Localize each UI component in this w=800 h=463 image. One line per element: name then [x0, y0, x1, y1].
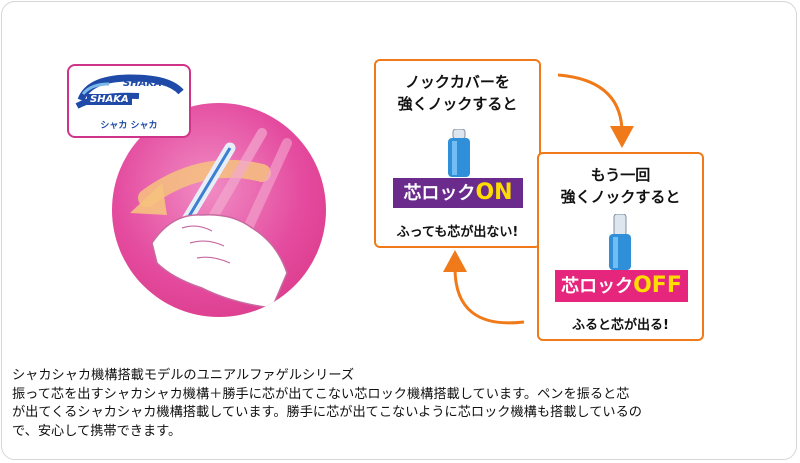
lock-off-badge-prefix: 芯ロック	[561, 276, 634, 297]
description-line-2: 振って芯を出すシャカシャカ機構＋勝手に芯が出てこない芯ロック機構搭載しています。…	[12, 386, 630, 402]
lock-on-panel: ノックカバーを 強くノックすると 芯ロックON ふっても芯が出ない!	[374, 59, 541, 248]
hand-pen-icon	[130, 128, 292, 309]
logo-top-text: SHAKA	[123, 78, 162, 89]
lock-off-panel: もう一回 強くノックすると 芯ロックOFF ふると芯が出る!	[537, 152, 704, 341]
lock-on-note: ふっても芯が出ない!	[396, 225, 519, 240]
lock-off-note: ふると芯が出る!	[572, 318, 669, 333]
pen-tip-icon	[448, 129, 470, 177]
description-line-4: で、安心して携帯できます。	[12, 423, 182, 439]
shaking-hand-illustration	[112, 103, 326, 317]
lock-off-badge-state: OFF	[633, 273, 682, 298]
logo-caption: シャカ シャカ	[100, 121, 158, 131]
lock-on-badge-state: ON	[475, 180, 513, 205]
lock-off-badge: 芯ロックOFF	[555, 270, 688, 302]
lock-off-title-line2: 強くノックすると	[560, 188, 681, 206]
lock-off-title: もう一回 強くノックすると	[539, 164, 702, 208]
logo-bottom-text: SHAKA	[87, 94, 132, 105]
description-line-1: シャカシャカ機構搭載モデルのユニアルファゲルシリーズ	[12, 368, 355, 383]
lock-on-title: ノックカバーを 強くノックすると	[376, 71, 539, 115]
lock-on-badge-prefix: 芯ロック	[403, 183, 476, 204]
product-description: シャカシャカ機構搭載モデルのユニアルファゲルシリーズ 振って芯を出すシャカシャカ…	[12, 367, 792, 441]
lock-on-title-line2: 強くノックすると	[397, 95, 518, 113]
pen-tip-icon	[609, 214, 631, 270]
lock-on-title-line1: ノックカバーを	[405, 73, 510, 91]
lock-on-badge: 芯ロックON	[393, 178, 523, 208]
description-line-3: が出てくるシャカシャカ機構搭載しています。勝手に芯が出てこないように芯ロック機構…	[12, 405, 642, 420]
lock-off-title-line1: もう一回	[590, 166, 651, 184]
shaka-shaka-logo: SHAKA SHAKA シャカ シャカ	[67, 64, 191, 138]
